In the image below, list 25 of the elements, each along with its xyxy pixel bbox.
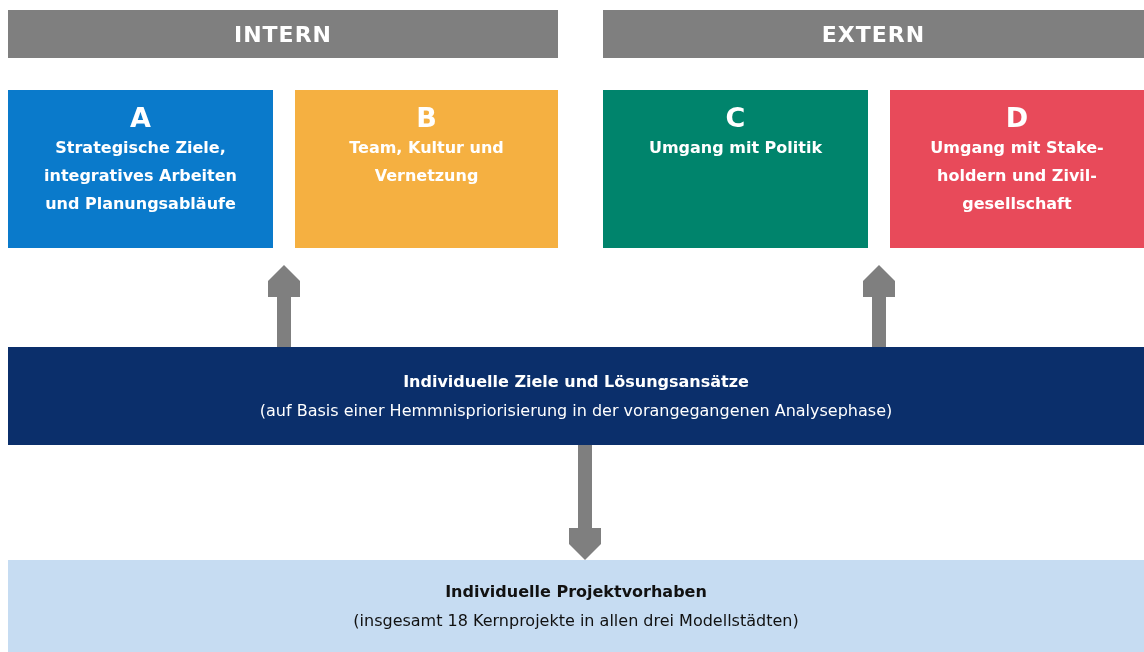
info-band <box>8 347 1144 445</box>
body-text: Team, Kultur und Vernetzung <box>348 137 505 187</box>
category-box <box>8 90 273 248</box>
body-text: Umgang mit Politik <box>648 137 823 159</box>
body-text: (auf Basis einer Hemmnispriorisierung in der vorangegangenen Analysephase) <box>259 400 893 422</box>
body-text: Strategische Ziele, integratives Arbeiten und Planungsabläufe <box>43 137 238 215</box>
body-text: (insgesamt 18 Kernprojekte in allen drei Modellstädten) <box>353 610 799 632</box>
block-arrow <box>863 265 895 347</box>
category-letter: B <box>416 102 437 134</box>
block-arrow <box>569 445 601 560</box>
section-header <box>603 10 1144 58</box>
info-band <box>8 560 1144 652</box>
category-letter: A <box>130 102 151 134</box>
heading-text: INTERN <box>234 21 332 47</box>
section-header <box>8 10 558 58</box>
category-box <box>295 90 558 248</box>
block-arrow <box>268 265 300 347</box>
heading-text: Individuelle Ziele und Lösungsansätze <box>403 371 749 393</box>
body-text: Umgang mit Stake-holdern und Zivil-gesellschaft <box>929 137 1105 215</box>
category-letter: C <box>725 102 746 134</box>
category-letter: D <box>1005 102 1029 134</box>
heading-text: EXTERN <box>821 21 926 47</box>
heading-text: Individuelle Projektvorhaben <box>445 581 707 603</box>
category-box <box>603 90 868 248</box>
category-box <box>890 90 1144 248</box>
